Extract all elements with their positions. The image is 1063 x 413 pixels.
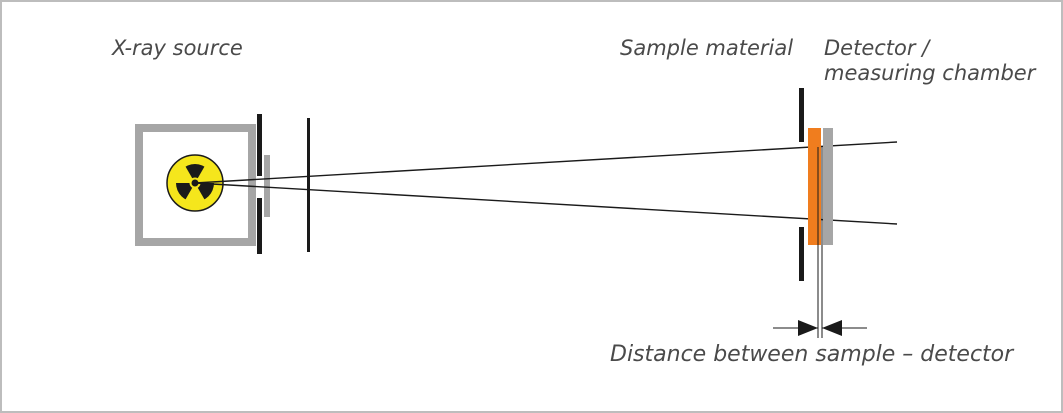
sample-aperture-upper (799, 88, 804, 142)
sample-material (808, 128, 821, 245)
detector-label-line2: measuring chamber (824, 61, 1036, 85)
detector-chamber (823, 128, 833, 245)
dimension-arrow-left-icon (798, 320, 818, 336)
sample-aperture-lower (799, 227, 804, 281)
source-aperture-upper (257, 114, 262, 176)
xray-source-housing (135, 124, 256, 246)
dimension-arrow-right-icon (822, 320, 842, 336)
collimator (307, 118, 310, 252)
xray-source-label: X-ray source (112, 36, 243, 60)
radiation-trefoil-icon (166, 154, 224, 212)
beam-ray-upper (194, 141, 898, 184)
beam-ray-lower (194, 182, 898, 225)
sample-material-label: Sample material (620, 36, 794, 60)
source-window (264, 155, 270, 217)
distance-label: Distance between sample – detector (610, 342, 1014, 367)
detector-label-line1: Detector / (824, 36, 930, 60)
source-aperture-lower (257, 198, 262, 254)
detector-label: Detector / measuring chamber (824, 36, 1035, 86)
